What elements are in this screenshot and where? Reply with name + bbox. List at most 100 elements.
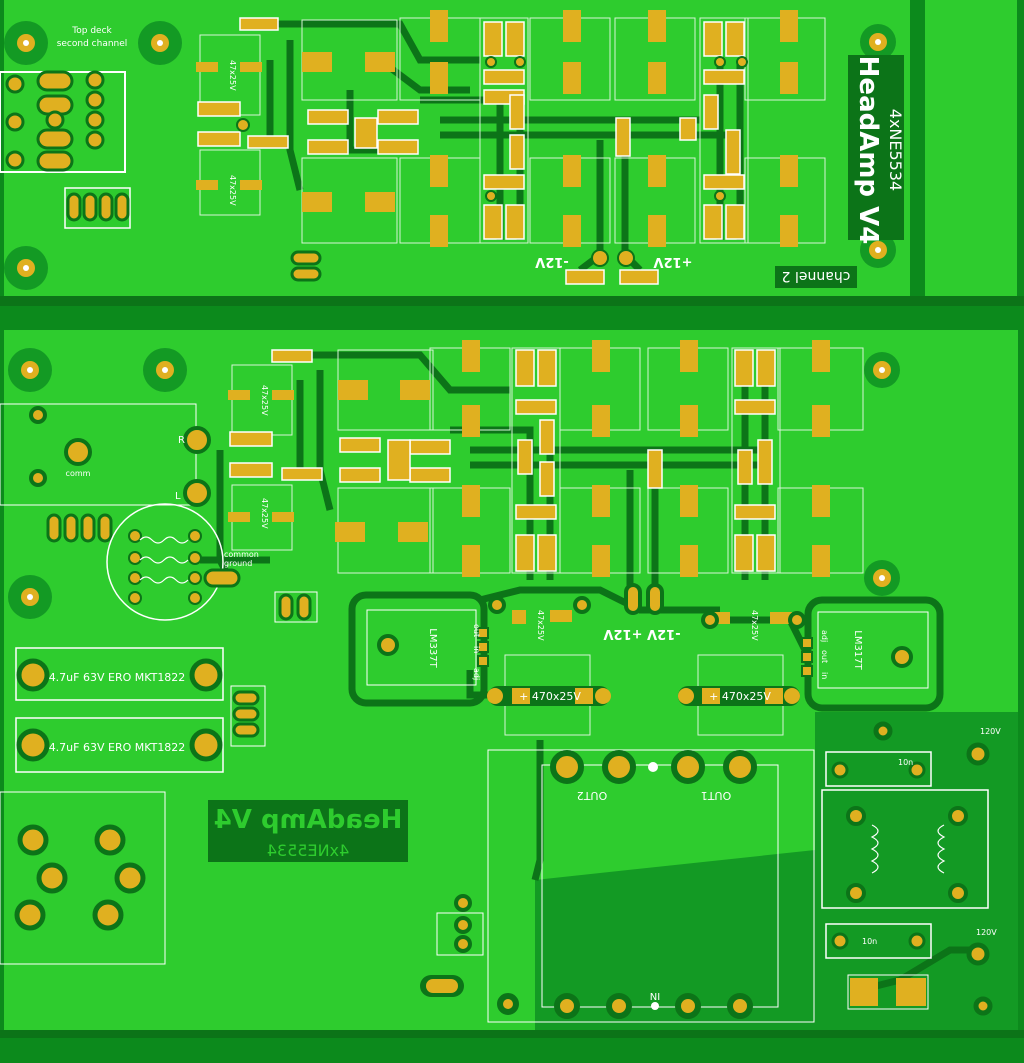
label-out1: OUT1 bbox=[701, 789, 731, 802]
label-ic-bottom: 4xNE5534 bbox=[267, 841, 349, 860]
label-out-right: out bbox=[820, 650, 829, 663]
header-3pin-mid bbox=[230, 685, 266, 747]
label-adj-right: adj bbox=[820, 630, 829, 642]
label-ic-top: 4xNE5534 bbox=[886, 109, 905, 191]
volume-pot bbox=[106, 503, 224, 621]
regulator-lm337-body bbox=[366, 609, 477, 686]
cap-10n-bottom-pad-a bbox=[831, 932, 849, 950]
pot-pads bbox=[128, 529, 202, 605]
film-cap-2-pad-b bbox=[189, 728, 223, 762]
label-47x25v-br: 47x25V bbox=[750, 610, 759, 641]
copper-pour-top-right bbox=[925, 0, 1017, 300]
cap-10n-top bbox=[825, 751, 932, 787]
headamp-bottom-box bbox=[208, 800, 408, 862]
transformer-pads bbox=[14, 824, 146, 931]
power-ground-plane bbox=[535, 850, 815, 1030]
fuse-holder bbox=[420, 975, 464, 997]
label-470-left: + 470x25V bbox=[519, 690, 581, 703]
cap-10n-top-pad-b bbox=[908, 761, 926, 779]
label-in-left: in bbox=[472, 646, 481, 653]
film-cap-1-pad-b bbox=[189, 658, 223, 692]
label-120v-top: 120V bbox=[980, 727, 1001, 736]
header-3pin-center bbox=[436, 894, 484, 956]
label-10n-bottom: 10n bbox=[862, 937, 877, 946]
choke-pads bbox=[846, 806, 968, 903]
label-cap2: 4.7uF 63V ERO MKT1822 bbox=[49, 741, 186, 754]
label-channel2: channel 2 bbox=[782, 268, 851, 284]
label-47x25v-bl: 47x25V bbox=[536, 610, 545, 641]
label-47x25v-top: 47x25V bbox=[228, 60, 237, 91]
header-4pin-top bbox=[64, 187, 131, 229]
electrolytic-470-right bbox=[678, 686, 800, 706]
smd-pads-bottom bbox=[228, 340, 830, 624]
label-headamp-top: HeadAmp V4 bbox=[853, 56, 883, 245]
label-minus12-top: -12V bbox=[535, 254, 569, 269]
vias-top bbox=[236, 56, 748, 267]
board-edge-top bbox=[0, 296, 1024, 306]
label-out2: OUT2 bbox=[577, 789, 607, 802]
label-47x25v-b1: 47x25V bbox=[260, 385, 269, 416]
channel2-label-box bbox=[775, 266, 857, 288]
cap-10n-top-pad-a bbox=[831, 761, 849, 779]
choke-windings bbox=[870, 824, 946, 874]
ground-jumper bbox=[203, 568, 241, 588]
mounting-holes bbox=[4, 21, 900, 619]
lm337-pins bbox=[477, 627, 489, 667]
label-L: L bbox=[175, 491, 181, 502]
jumper-2pin-bottom bbox=[274, 591, 318, 623]
lm317-tab-hole bbox=[891, 646, 913, 668]
header-4pin-bottom bbox=[46, 513, 113, 543]
film-cap-2 bbox=[15, 717, 224, 773]
label-470-right: + 470x25V bbox=[709, 690, 771, 703]
board-edge-bottom bbox=[0, 1030, 1024, 1038]
input-jack-bottom bbox=[0, 403, 197, 506]
label-lm317: LM317T bbox=[852, 630, 863, 670]
smd-pads-top bbox=[196, 10, 798, 247]
film-cap-1-pad-a bbox=[16, 658, 50, 692]
lm317-pins bbox=[801, 637, 813, 677]
label-in-right: in bbox=[820, 672, 829, 679]
headamp-top-box bbox=[848, 55, 904, 240]
label-plus12-top: +12V bbox=[653, 254, 692, 269]
power-transformer-inner bbox=[541, 764, 779, 1008]
jack-pads bbox=[29, 406, 211, 507]
film-cap-2-pad-a bbox=[16, 728, 50, 762]
cap-10n-bottom bbox=[825, 923, 932, 959]
transformer-center-tap bbox=[648, 762, 658, 772]
power-transformer-outline bbox=[487, 749, 815, 1023]
label-R: R bbox=[178, 435, 185, 446]
label-top-deck: Top deck bbox=[71, 26, 112, 36]
smd-resistors-top bbox=[197, 17, 745, 285]
label-adj-left: adj bbox=[472, 668, 481, 680]
mains-pads bbox=[873, 721, 993, 1016]
common-mode-choke bbox=[821, 789, 989, 909]
label-cap1: 4.7uF 63V ERO MKT1822 bbox=[49, 671, 186, 684]
transformer-bottom-left bbox=[0, 791, 166, 965]
label-second-channel: second channel bbox=[57, 39, 128, 49]
smd-resistors-bottom bbox=[229, 349, 776, 572]
label-comm: comm bbox=[66, 469, 91, 478]
label-ni: NI bbox=[650, 992, 660, 1003]
pot-coils bbox=[139, 536, 189, 584]
label-10n-top: 10n bbox=[898, 758, 913, 767]
label-47x25v-top2: 47x25V bbox=[228, 175, 237, 206]
mains-fuse bbox=[847, 974, 929, 1010]
label-47x25v-b2: 47x25V bbox=[260, 498, 269, 529]
cap-10n-bottom-pad-b bbox=[908, 932, 926, 950]
lm337-tab-hole bbox=[377, 634, 399, 656]
film-cap-1 bbox=[15, 647, 224, 701]
power-jumper-bottom bbox=[488, 583, 806, 629]
regulator-lm317-body bbox=[817, 611, 929, 689]
label-out-left: out bbox=[472, 624, 481, 637]
jumper-top bbox=[290, 250, 322, 282]
transformer-ni-tap bbox=[651, 1002, 659, 1010]
electrolytic-470-left bbox=[487, 686, 611, 706]
label-lm337: LM337T bbox=[427, 628, 438, 668]
label-120v-bottom: 120V bbox=[976, 928, 997, 937]
label-12v-bottom: -12V +12V bbox=[603, 626, 680, 641]
transformer-output-pads bbox=[497, 750, 757, 1019]
connector-pads-top bbox=[5, 70, 105, 172]
label-headamp-bottom: HeadAmp V4 bbox=[214, 805, 403, 835]
